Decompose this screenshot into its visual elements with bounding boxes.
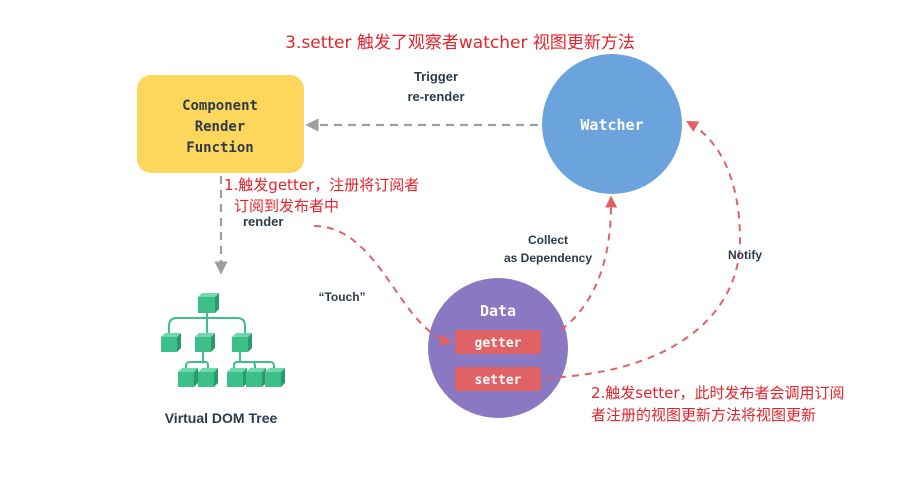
collect-label-line2: as Dependency: [504, 251, 592, 265]
note1-line2: 订阅到发布者中: [234, 197, 339, 215]
trigger-label-line1: Trigger: [414, 69, 458, 84]
component-label-line1: Component: [182, 98, 258, 114]
data-node: Data getter setter: [428, 278, 568, 418]
notify-label: Notify: [728, 248, 762, 262]
diagram-title: 3.setter 触发了观察者watcher 视图更新方法: [285, 33, 635, 53]
virtual-dom-label: Virtual DOM Tree: [165, 410, 278, 426]
setter-pill: [455, 367, 541, 391]
watcher-label: Watcher: [580, 116, 643, 134]
trigger-label-line2: re-render: [407, 89, 464, 104]
touch-label: “Touch”: [318, 290, 365, 304]
notify-arrow: [545, 120, 742, 379]
collect-dependency-arrow: [560, 195, 618, 331]
component-render-function-node: Component Render Function: [137, 75, 304, 173]
getter-label: getter: [475, 336, 522, 351]
virtual-dom-tree-icon: [161, 293, 285, 387]
note1-line1: 1.触发getter，注册将订阅者: [224, 176, 419, 194]
component-label-line2: Render: [195, 119, 246, 135]
setter-label: setter: [475, 373, 522, 388]
note2-line1: 2.触发setter，此时发布者会调用订阅: [591, 384, 845, 402]
collect-label-line1: Collect: [528, 233, 568, 247]
touch-arrow: [313, 225, 453, 346]
component-label-line3: Function: [186, 140, 253, 156]
render-label: render: [243, 214, 283, 229]
note2-line2: 者注册的视图更新方法将视图更新: [591, 406, 816, 424]
watcher-node: Watcher: [542, 54, 682, 194]
getter-pill: [455, 330, 541, 354]
data-label: Data: [480, 302, 516, 320]
